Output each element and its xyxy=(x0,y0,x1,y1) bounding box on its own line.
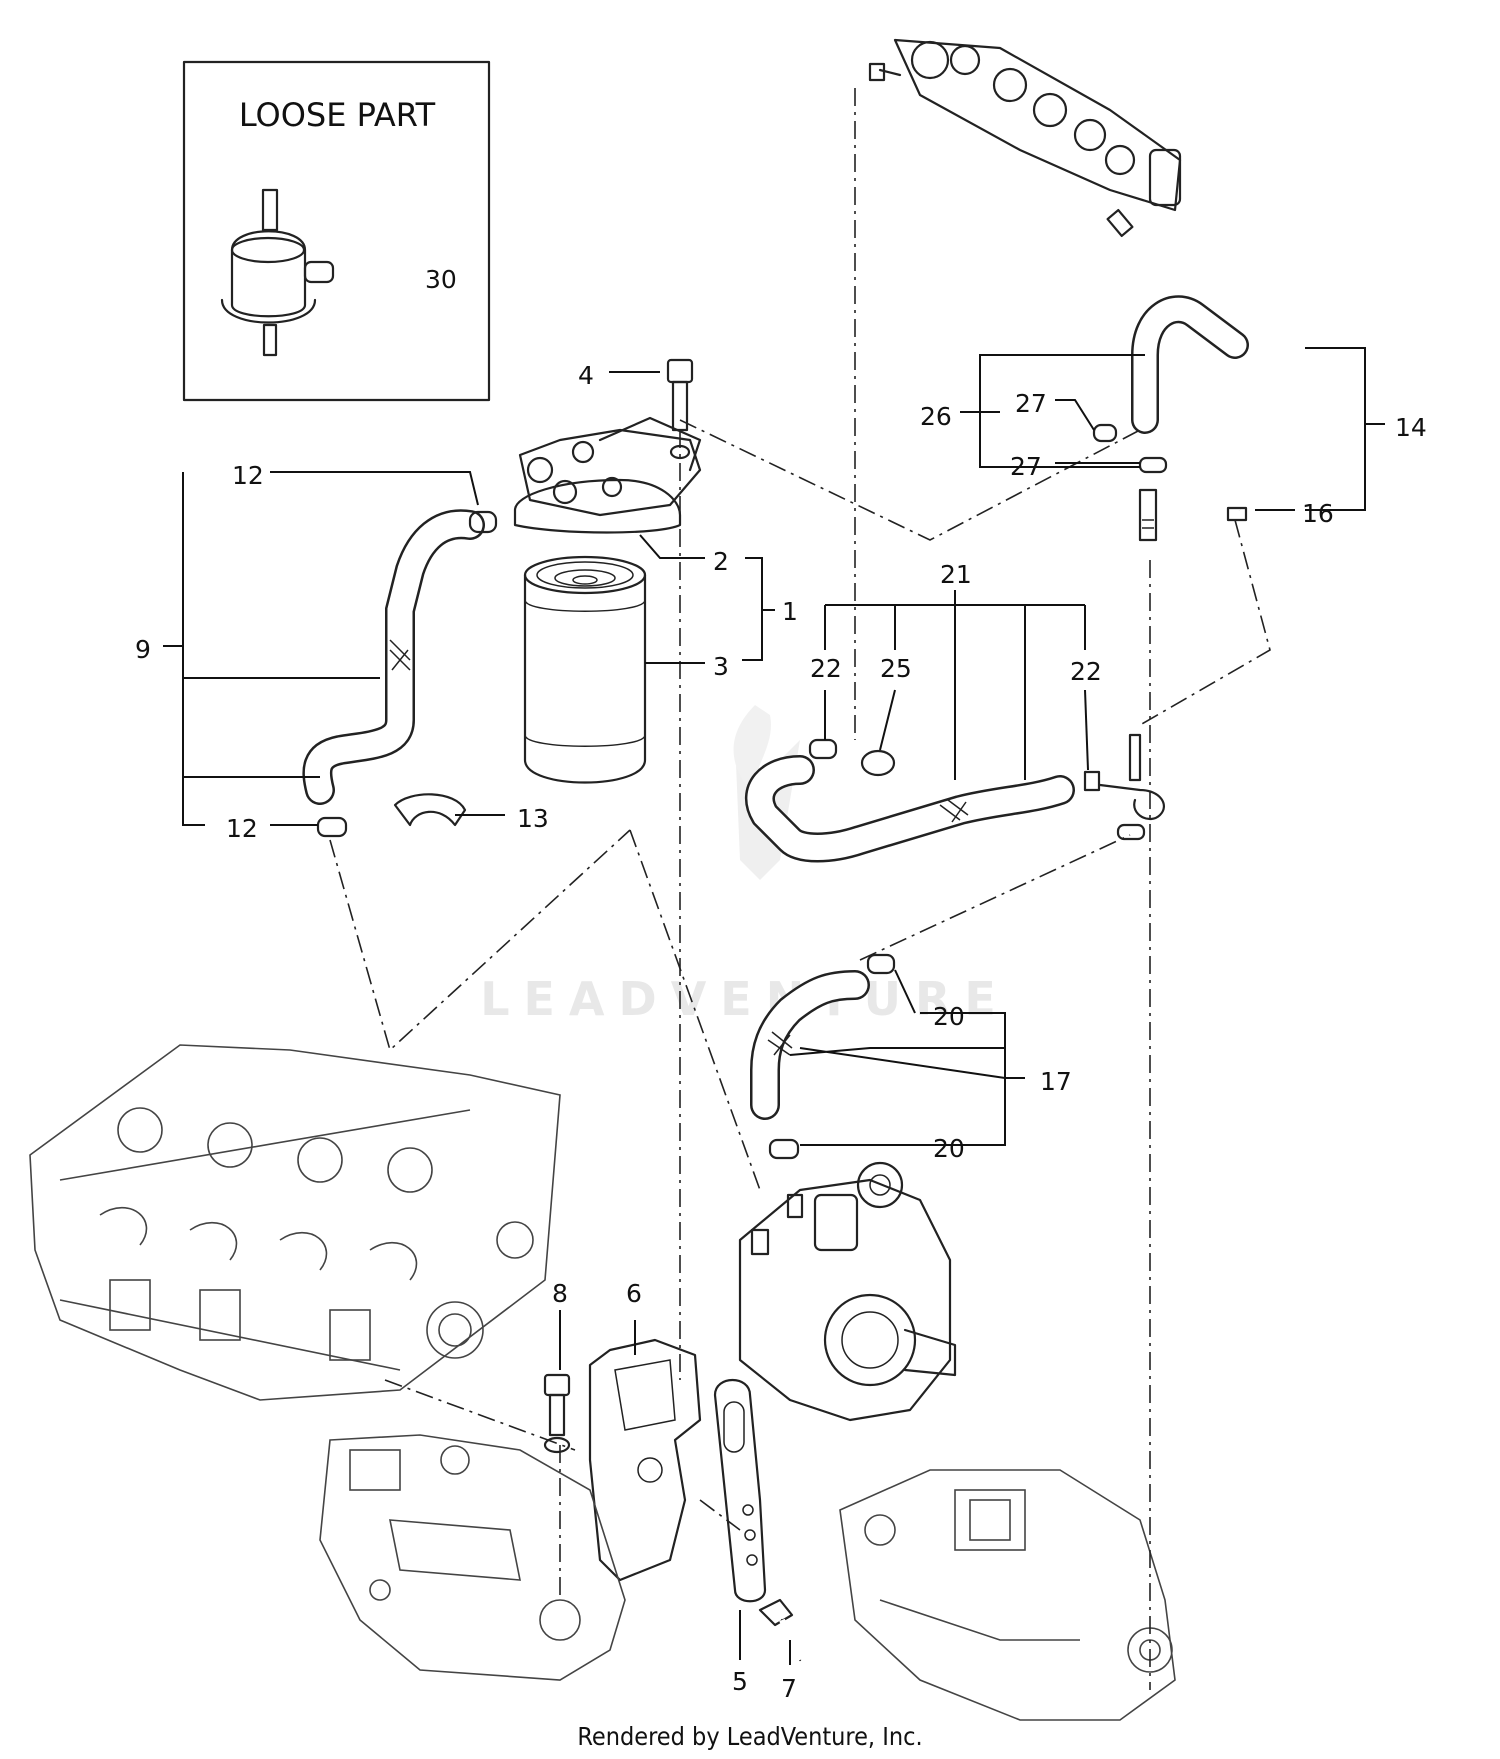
callout-21: 21 xyxy=(940,560,972,589)
clamp-13-part xyxy=(393,793,467,827)
loose-part-inset: LOOSE PART xyxy=(182,60,491,402)
leader-lines xyxy=(163,347,1385,1665)
callout-20-bottom: 20 xyxy=(933,1134,965,1163)
callout-labels: 30 4 12 12 9 2 1 3 13 26 27 27 14 16 21 … xyxy=(135,265,1427,1703)
callout-2: 2 xyxy=(713,547,729,576)
bracket-6-part xyxy=(543,1338,702,1582)
watermark-text: LEADVENTURE xyxy=(480,972,1010,1026)
callout-7: 7 xyxy=(781,1674,797,1703)
pressure-regulator-part xyxy=(220,188,335,357)
lower-left-manifold xyxy=(319,1434,626,1681)
callout-30: 30 xyxy=(425,265,457,294)
inset-title: LOOSE PART xyxy=(239,96,436,134)
callout-9: 9 xyxy=(135,635,151,664)
filter-element-part xyxy=(523,555,647,784)
routing-lines xyxy=(329,88,1271,1690)
hose-21 xyxy=(745,733,1165,863)
callout-22-left: 22 xyxy=(810,654,842,683)
callout-20-top: 20 xyxy=(933,1002,965,1031)
callout-5: 5 xyxy=(732,1667,748,1696)
lower-right-manifold xyxy=(839,1469,1176,1721)
footer-credit: Rendered by LeadVenture, Inc. xyxy=(577,1722,923,1751)
callout-27-bottom: 27 xyxy=(1010,452,1042,481)
callout-8: 8 xyxy=(552,1279,568,1308)
watermark-flame-icon xyxy=(733,705,771,790)
callout-12-bottom: 12 xyxy=(226,814,258,843)
callout-27-top: 27 xyxy=(1015,389,1047,418)
callout-26: 26 xyxy=(920,402,952,431)
callout-4: 4 xyxy=(578,361,594,390)
injection-pump xyxy=(738,1161,957,1422)
bolt-4-part xyxy=(666,358,694,432)
callout-25: 25 xyxy=(880,654,912,683)
hose-26 xyxy=(1092,295,1249,542)
hose-17 xyxy=(750,953,896,1160)
callout-3: 3 xyxy=(713,652,729,681)
fuel-rail xyxy=(868,38,1182,212)
callout-1: 1 xyxy=(782,597,798,626)
callout-22-right: 22 xyxy=(1070,657,1102,686)
callout-12-top: 12 xyxy=(232,461,264,490)
callout-16: 16 xyxy=(1302,499,1334,528)
cylinder-head xyxy=(29,1044,561,1401)
callout-14: 14 xyxy=(1395,413,1427,442)
callout-17: 17 xyxy=(1040,1067,1072,1096)
filter-head-part xyxy=(513,416,702,534)
hose-9 xyxy=(302,509,498,838)
watermark: LEADVENTURE xyxy=(480,705,1010,1026)
callout-6: 6 xyxy=(626,1279,642,1308)
callout-13: 13 xyxy=(517,804,549,833)
